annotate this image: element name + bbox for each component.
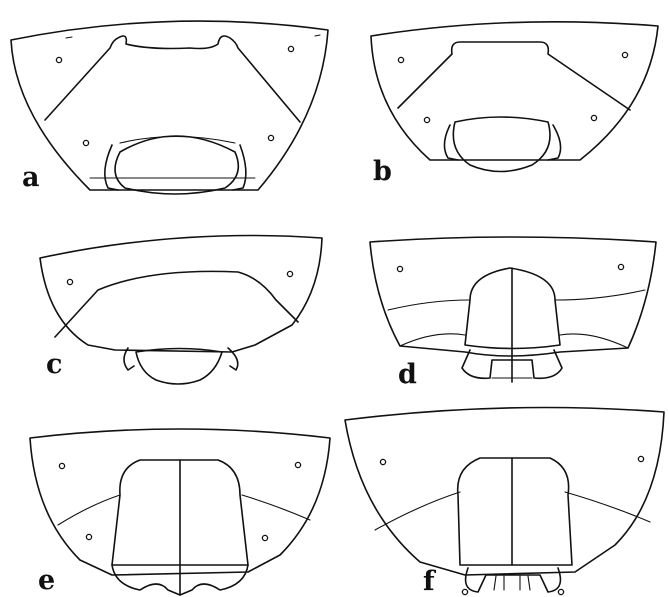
panel-d-lateral-fold-left <box>400 334 465 346</box>
panel-e-spiracle-left-lower <box>86 534 91 539</box>
panel-c: c <box>40 236 322 385</box>
panel-a: a <box>11 21 328 194</box>
panel-b-spiracle-left-lower <box>424 117 429 122</box>
panel-d-spiracle-left <box>397 266 402 271</box>
panel-f-spiracle-left <box>380 459 385 464</box>
panel-b: b <box>371 22 658 187</box>
panel-d-lateral-line-right <box>555 290 645 300</box>
panel-b-spiracle-right-upper <box>622 52 627 57</box>
panel-e-label: e <box>38 565 55 596</box>
panel-f-lateral-line-left <box>375 492 460 530</box>
panel-b-left-process <box>444 125 458 160</box>
panel-e-spiracle-left-upper <box>59 463 64 468</box>
panel-e: e <box>30 429 330 596</box>
panel-e-lateral-line-right <box>242 495 310 520</box>
panel-c-left-process <box>124 348 134 370</box>
panel-a-seta-right <box>315 35 320 36</box>
panel-a-lobe-rim <box>120 137 235 144</box>
panel-e-spiracle-right-lower <box>262 535 267 540</box>
panel-d-label: d <box>398 359 417 390</box>
panel-a-label: a <box>22 162 40 193</box>
panel-b-label: b <box>373 156 392 187</box>
panel-d-lateral-fold-right <box>560 334 628 348</box>
panel-b-posterior-lobe <box>453 117 550 172</box>
panel-a-spiracle-left-upper <box>56 57 61 62</box>
panel-f-tergal-shield <box>458 458 572 565</box>
panel-f-cercus-left <box>462 589 467 594</box>
panel-f-segment-outline <box>345 408 664 576</box>
panel-c-upper-plate <box>55 271 298 337</box>
panel-c-spiracle-left <box>67 279 72 284</box>
panel-d-spiracle-right <box>618 264 623 269</box>
panel-b-spiracle-left-upper <box>398 57 403 62</box>
panel-b-upper-plate <box>398 42 630 110</box>
panel-f-label: f <box>423 566 437 597</box>
panel-a-posterior-lobe <box>115 136 238 194</box>
panel-a-left-process <box>105 145 118 190</box>
panel-b-spiracle-right-lower <box>591 115 596 120</box>
panel-a-upper-plate <box>45 36 300 122</box>
panel-a-seta-left <box>66 37 72 38</box>
panel-c-posterior-lobe <box>136 349 222 385</box>
panel-c-spiracle-right <box>287 271 292 276</box>
panel-f-apical-stripes <box>494 576 530 590</box>
panel-a-spiracle-right-upper <box>288 46 293 51</box>
panel-e-spiracle-right-upper <box>295 462 300 467</box>
panel-a-spiracle-right-lower <box>268 135 273 140</box>
panel-f-apical-appendages <box>466 568 561 592</box>
panel-d-lateral-line-left <box>388 300 470 310</box>
panel-d: d <box>370 237 656 390</box>
panel-c-label: c <box>46 349 62 380</box>
panel-f-spiracle-right <box>638 456 643 461</box>
panel-f-cercus-right <box>558 589 563 594</box>
panel-e-lateral-line-left <box>58 495 120 525</box>
panel-c-segment-outline <box>40 236 322 353</box>
panel-a-spiracle-left-lower <box>83 140 88 145</box>
panel-d-segment-outline <box>370 237 656 356</box>
panel-f: f <box>345 408 664 597</box>
